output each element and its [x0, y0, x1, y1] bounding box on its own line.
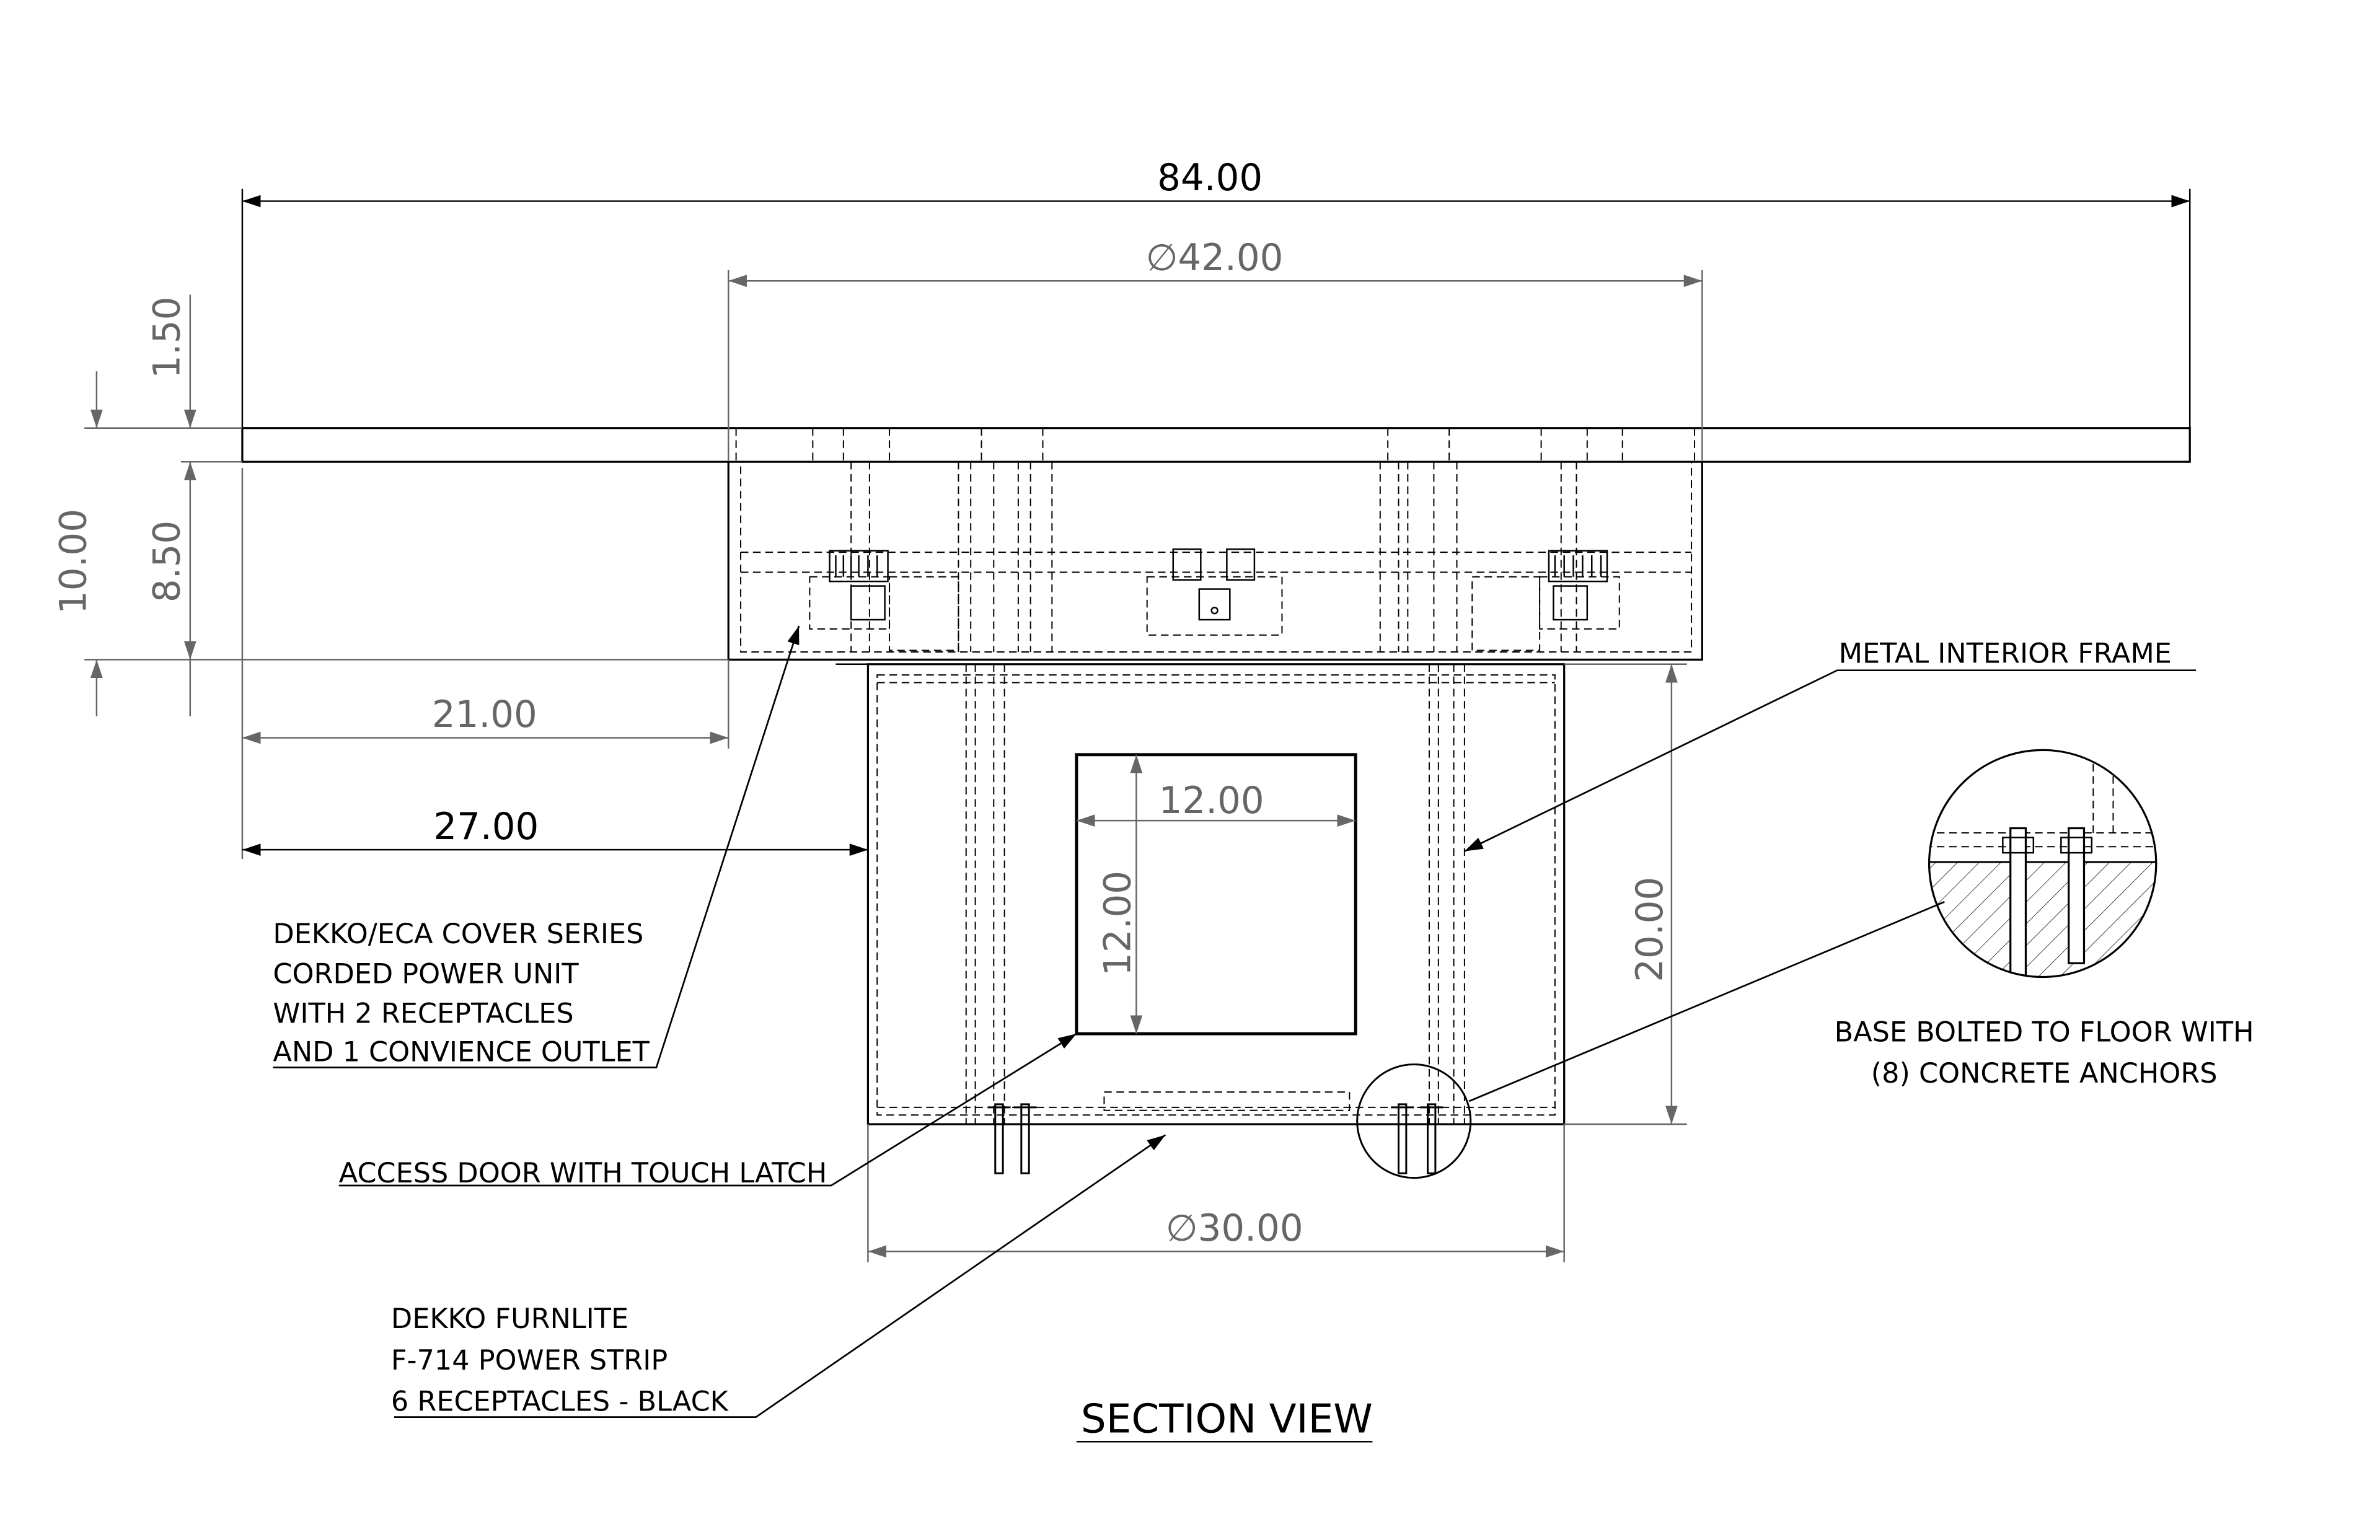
- hidden-lines: [735, 428, 1696, 1125]
- callout-anchors-line-1: BASE BOLTED TO FLOOR WITH: [1835, 1016, 2254, 1048]
- detail-circle: [1356, 1063, 1472, 1179]
- dimension-lines: [84, 188, 2191, 1262]
- dim-upper-offset: 21.00: [432, 693, 537, 736]
- leader-lines: [273, 625, 2197, 1418]
- callout-power-strip-line-3: 6 RECEPTACLES - BLACK: [391, 1386, 729, 1418]
- dim-top-diameter: ∅42.00: [1146, 237, 1284, 279]
- callout-power-strip-line-1: DEKKO FURNLITE: [391, 1303, 628, 1335]
- receptacle-details: [829, 548, 1608, 621]
- dim-base-height: 20.00: [1629, 877, 1672, 982]
- tabletop: [241, 427, 2191, 463]
- dim-base-offset: 27.00: [433, 806, 539, 848]
- dimension-text: 84.00 ∅42.00 1.50 8.50 10.00 21.00 27.00…: [53, 157, 1672, 1250]
- access-door: [1075, 753, 1357, 1036]
- view-title: SECTION VIEW: [1081, 1396, 1373, 1442]
- dim-base-diameter: ∅30.00: [1166, 1207, 1303, 1250]
- dim-door-width: 12.00: [1159, 780, 1264, 822]
- dim-top-thickness: 1.50: [146, 297, 188, 379]
- anchor-detail-view: [1928, 749, 2157, 979]
- callout-text: METAL INTERIOR FRAME DEKKO/ECA COVER SER…: [273, 637, 2254, 1417]
- upper-housing: [727, 462, 1704, 666]
- dim-overall-width: 84.00: [1157, 157, 1263, 200]
- callout-power-unit-line-3: WITH 2 RECEPTACLES: [273, 998, 573, 1030]
- dim-total-height: 10.00: [53, 509, 95, 614]
- callout-power-unit-line-2: CORDED POWER UNIT: [273, 957, 579, 990]
- callout-power-unit-line-1: DEKKO/ECA COVER SERIES: [273, 918, 643, 950]
- concrete-anchors: [987, 1103, 1443, 1174]
- dim-upper-height: 8.50: [146, 521, 188, 602]
- callout-power-unit-line-4: AND 1 CONVIENCE OUTLET: [273, 1036, 650, 1068]
- callout-power-strip-line-2: F-714 POWER STRIP: [391, 1344, 668, 1376]
- callout-access-door: ACCESS DOOR WITH TOUCH LATCH: [339, 1157, 827, 1189]
- dim-door-height: 12.00: [1097, 871, 1140, 976]
- callout-metal-frame: METAL INTERIOR FRAME: [1839, 637, 2172, 669]
- callout-anchors-line-2: (8) CONCRETE ANCHORS: [1871, 1057, 2218, 1089]
- base-column: [866, 663, 1566, 1125]
